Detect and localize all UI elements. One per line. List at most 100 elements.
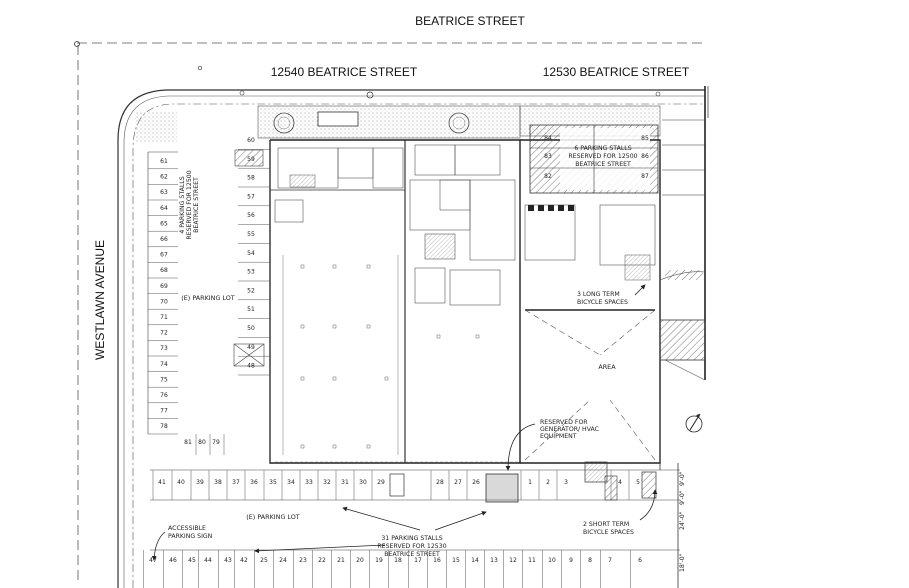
- bicycle-short-note: 2 SHORT TERM BICYCLE SPACES: [583, 521, 634, 536]
- stall-number: 44: [204, 557, 212, 564]
- stall-number: 61: [160, 158, 168, 165]
- stall-number: 69: [160, 283, 168, 290]
- stall-number: 4: [618, 479, 622, 486]
- stall-number: 20: [356, 557, 364, 564]
- generator-area: [485, 473, 519, 503]
- stall-number: 22: [318, 557, 326, 564]
- stall-number: 1: [528, 479, 532, 486]
- svg-text:PARKING SIGN: PARKING SIGN: [168, 533, 213, 540]
- reserved-west-note: 4 PARKING STALLS RESERVED FOR 12500 BEAT…: [179, 170, 200, 239]
- stall-number: 30: [359, 479, 367, 486]
- stall-number: 59: [247, 156, 255, 163]
- stall-number: 31: [341, 479, 349, 486]
- stall-number: 23: [299, 557, 307, 564]
- stall-number: 28: [436, 479, 444, 486]
- svg-text:BEATRICE STREET: BEATRICE STREET: [384, 551, 440, 558]
- stall-number: 73: [160, 345, 168, 352]
- stall-number: 35: [269, 479, 277, 486]
- svg-text:31 PARKING STALLS: 31 PARKING STALLS: [381, 535, 442, 542]
- stall-number: 45: [188, 557, 196, 564]
- stall-number: 41: [158, 479, 166, 486]
- stall-number: 16: [433, 557, 441, 564]
- stall-number: 83: [544, 153, 552, 160]
- svg-text:RESERVED FOR: RESERVED FOR: [540, 419, 588, 426]
- stall-number: 38: [214, 479, 222, 486]
- stall-number: 51: [247, 306, 255, 313]
- street-label-top: BEATRICE STREET: [415, 14, 525, 28]
- svg-text:6 PARKING STALLS: 6 PARKING STALLS: [574, 145, 631, 152]
- stall-number: 15: [452, 557, 460, 564]
- stall-number: 52: [247, 287, 255, 294]
- stall-number: 53: [247, 269, 255, 276]
- stall-number: 42: [240, 557, 248, 564]
- stall-number: 21: [337, 557, 345, 564]
- building-west: [269, 139, 521, 464]
- address-west: 12540 BEATRICE STREET: [271, 65, 418, 79]
- svg-text:9'-0": 9'-0": [679, 490, 686, 505]
- stall-number: 77: [160, 408, 168, 415]
- stall-number: 39: [196, 479, 204, 486]
- stall-number: 65: [160, 220, 168, 227]
- reserved-south-note: 31 PARKING STALLS RESERVED FOR 12530 BEA…: [377, 535, 446, 558]
- svg-text:BICYCLE SPACES: BICYCLE SPACES: [583, 529, 634, 536]
- stall-number: 47: [149, 557, 157, 564]
- stall-number: 84: [544, 135, 552, 142]
- stall-number: 75: [160, 376, 168, 383]
- svg-text:4 PARKING STALLS: 4 PARKING STALLS: [179, 176, 186, 233]
- stall-number: 8: [588, 557, 592, 564]
- svg-text:ACCESSIBLE: ACCESSIBLE: [168, 525, 206, 532]
- stall-number: 50: [247, 325, 255, 332]
- stall-number: 18: [394, 557, 402, 564]
- stall-number: 33: [305, 479, 313, 486]
- parking-lot-label-lower: (E) PARKING LOT: [246, 513, 300, 521]
- property-line: [74, 41, 705, 585]
- stall-number: 87: [641, 173, 649, 180]
- stall-number: 6: [638, 557, 642, 564]
- address-east: 12530 BEATRICE STREET: [543, 65, 690, 79]
- svg-text:BICYCLE SPACES: BICYCLE SPACES: [577, 299, 628, 306]
- svg-text:18'-0": 18'-0": [679, 553, 686, 572]
- stall-number: 40: [177, 479, 185, 486]
- svg-text:24'-0": 24'-0": [679, 511, 686, 530]
- stall-number: 54: [247, 250, 255, 257]
- stall-number: 32: [323, 479, 331, 486]
- stall-number: 76: [160, 392, 168, 399]
- stall-number: 72: [160, 330, 168, 337]
- stall-number: 9: [569, 557, 573, 564]
- north-arrow-icon: [685, 413, 703, 433]
- stall-number: 48: [247, 363, 255, 370]
- stall-number: 7: [608, 557, 612, 564]
- stall-number: 85: [641, 135, 649, 142]
- street-label-left: WESTLAWN AVENUE: [93, 240, 107, 360]
- svg-text:RESERVED FOR 12500: RESERVED FOR 12500: [186, 170, 193, 239]
- annotations: (E) PARKING LOT (E) PARKING LOT AREA 4 P…: [168, 145, 686, 572]
- svg-text:GENERATOR/ HVAC: GENERATOR/ HVAC: [540, 426, 599, 433]
- stall-number: 3: [564, 479, 568, 486]
- area-label: AREA: [598, 363, 616, 371]
- stall-number: 37: [232, 479, 240, 486]
- stall-number: 27: [454, 479, 462, 486]
- stall-number: 79: [212, 439, 220, 446]
- stall-number: 82: [544, 173, 552, 180]
- stall-number: 17: [414, 557, 422, 564]
- stall-number: 19: [375, 557, 383, 564]
- stall-number: 12: [509, 557, 517, 564]
- svg-text:2 SHORT TERM: 2 SHORT TERM: [583, 521, 629, 528]
- svg-text:RESERVED FOR 12530: RESERVED FOR 12530: [377, 543, 446, 550]
- stall-number: 43: [224, 557, 232, 564]
- svg-text:9'-0": 9'-0": [679, 471, 686, 486]
- stall-number: 5: [636, 479, 640, 486]
- svg-text:RESERVED FOR 12500: RESERVED FOR 12500: [568, 153, 637, 160]
- stall-number: 46: [169, 557, 177, 564]
- stall-number: 49: [247, 344, 255, 351]
- stall-number: 56: [247, 212, 255, 219]
- stall-number: 34: [287, 479, 295, 486]
- stall-number: 2: [546, 479, 550, 486]
- stall-number: 66: [160, 236, 168, 243]
- stall-number: 67: [160, 252, 168, 259]
- stall-number: 70: [160, 298, 168, 305]
- stall-number: 25: [260, 557, 268, 564]
